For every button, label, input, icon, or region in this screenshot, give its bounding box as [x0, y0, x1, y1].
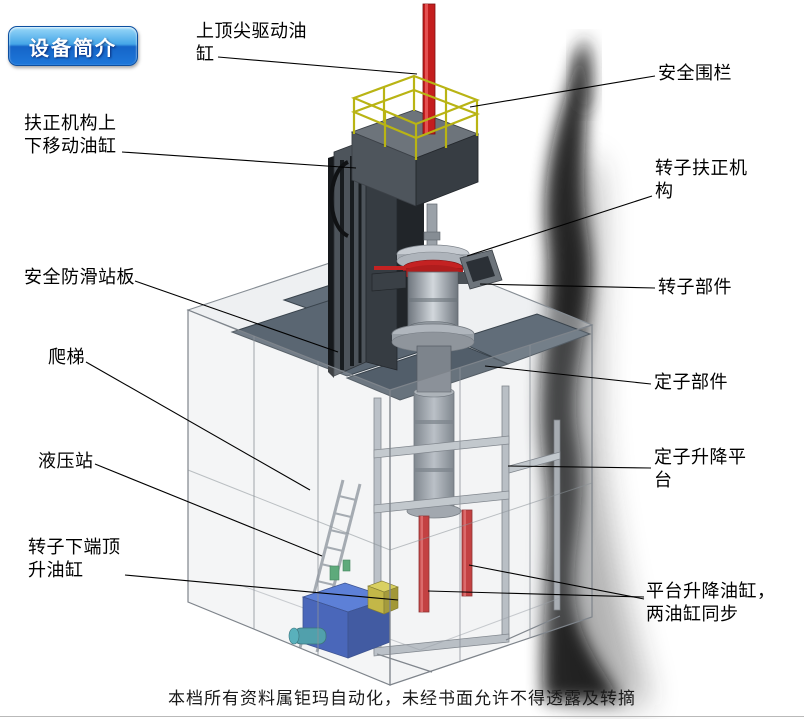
leader-lines: [85, 56, 656, 601]
label-stator-part: 定子部件: [654, 372, 728, 392]
rotor-centering-mechanism: [371, 249, 503, 292]
label-rotor-part: 转子部件: [658, 277, 732, 297]
bottom-divider: [0, 716, 804, 717]
rotor-assembly: [391, 203, 475, 393]
label-hydraulic-station: 液压站: [38, 451, 94, 471]
label-rotor-centering-mechanism: 转子扶正机构: [655, 158, 748, 201]
label-top-drive-cylinder: 上顶尖驱动油缸: [196, 21, 307, 64]
enclosure-walls: [187, 309, 593, 686]
equipment-intro-badge-label: 设备简介: [29, 37, 117, 60]
label-stator-lift-platform: 定子升降平台: [654, 447, 747, 490]
label-ladder: 爬梯: [48, 347, 85, 367]
label-safety-fence: 安全围栏: [658, 63, 732, 83]
equipment-intro-badge: 设备简介: [8, 26, 138, 66]
label-platform-lift-cylinders: 平台升降油缸，两油缸同步: [646, 581, 776, 624]
label-centering-move-cylinder: 扶正机构上下移动油缸: [24, 113, 117, 156]
platform-lift-cylinders: [418, 509, 473, 613]
copyright-notice: 本档所有资料属钜玛自动化，未经书面允许不得透露及转摘: [168, 689, 636, 708]
safety-railing: [350, 74, 481, 160]
label-rotor-bottom-jack-cylinder: 转子下端顶升油缸: [28, 537, 121, 580]
label-anti-slip-plate: 安全防滑站板: [24, 267, 135, 287]
top-drive-rod: [422, 3, 436, 135]
